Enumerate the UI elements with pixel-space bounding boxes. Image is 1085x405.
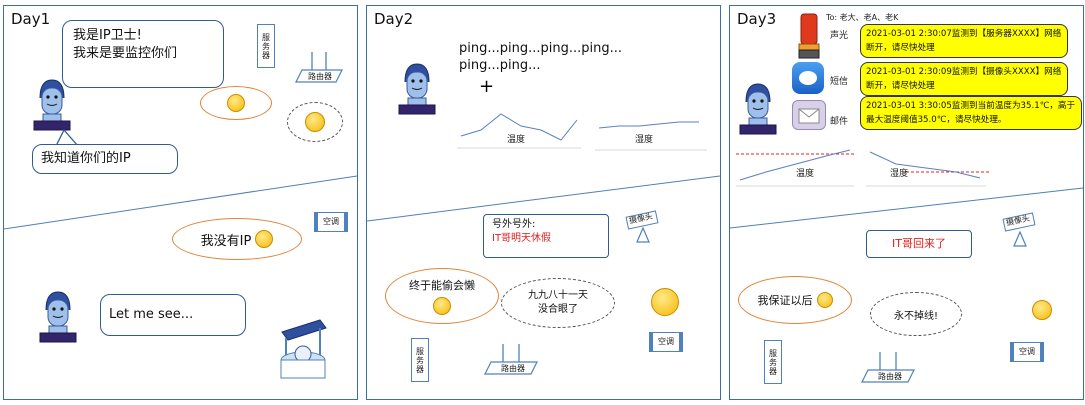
channel-sms-label: 短信	[830, 77, 849, 87]
temperature-chart-label: 温度	[507, 135, 526, 145]
plus-sign: +	[479, 76, 495, 97]
temperature-chart-label: 温度	[796, 169, 815, 179]
router-icon	[295, 52, 343, 83]
temperature-chart	[457, 113, 581, 149]
mail-icon	[792, 100, 826, 130]
humidity-chart	[595, 121, 707, 151]
speech-tail	[55, 128, 79, 147]
panel-day1: Day1 我是IP卫士! 我来是要监控你们 我知道你们的IP 服务器 路由器 我…	[3, 5, 358, 400]
alert-message-1: 2021-03-01 2:30:07监测到【服务器XXXX】网络断开，请尽快处理	[860, 24, 1068, 58]
router-icon	[861, 352, 915, 383]
router-icon	[484, 344, 538, 375]
notice-title: 号外号外:	[492, 219, 536, 230]
server-speech-oval: 终于能偷会懒	[385, 268, 499, 324]
server-speech-text: 终于能偷会懒	[409, 279, 475, 292]
router-thought-cloud: 九九八十一天 没合眼了	[501, 278, 615, 328]
sleepy-face-icon	[651, 288, 679, 316]
server-speech-oval: 我保证以后	[738, 276, 852, 324]
notice-body: IT哥明天休假	[492, 233, 552, 244]
panel-day3: Day3 To: 老大、老A、老K 声光 短信 邮件 2021-03-01 2:…	[729, 5, 1084, 400]
server-icon: 服务器	[411, 338, 429, 382]
guard-icon	[32, 76, 72, 132]
sms-icon	[792, 62, 824, 94]
router-label: 路由器	[308, 72, 332, 81]
temperature-chart	[736, 149, 854, 187]
notice-box: 号外号外: IT哥明天休假	[483, 214, 609, 258]
chat-bubble-icon	[799, 71, 817, 85]
guard-speech-top: 我是IP卫士! 我来是要监控你们	[62, 20, 224, 88]
day3-title: Day3	[737, 10, 777, 28]
guard-icon	[738, 80, 778, 136]
panel-day2: Day2 ping...ping...ping...ping... ping..…	[366, 5, 721, 400]
alarm-light-icon	[798, 13, 820, 59]
day2-title: Day2	[374, 10, 414, 28]
humidity-chart-label: 湿度	[890, 169, 909, 179]
worried-face-icon	[227, 94, 245, 112]
day1-title: Day1	[11, 10, 51, 28]
server-icon: 服务器	[764, 340, 782, 384]
ac-icon: 空调	[314, 212, 348, 232]
router-label: 路由器	[501, 364, 525, 373]
determined-face-icon	[1032, 300, 1052, 320]
panel-divider	[730, 187, 1083, 229]
humidity-chart	[866, 151, 990, 187]
alert-message-3: 2021-03-01 3:30:05监测到当前温度为35.1℃，高于最大温度阈值…	[860, 96, 1082, 130]
channel-sound-label: 声光	[830, 31, 849, 41]
smug-face-icon	[433, 297, 451, 315]
server-speech-oval	[200, 86, 272, 120]
sleepy-face-icon	[305, 112, 325, 132]
recipients-line: To: 老大、老A、老K	[826, 13, 899, 22]
reply-bubble: 我知道你们的IP	[32, 144, 178, 174]
channel-mail-label: 邮件	[830, 117, 849, 127]
it-back-box: IT哥回来了	[866, 230, 972, 258]
alert-message-2: 2021-03-01 2:30:09监测到【摄像头XXXX】网络断开，请尽快处理	[860, 62, 1068, 96]
camera-icon	[625, 210, 659, 243]
router-thought-cloud	[287, 102, 343, 142]
panel-divider	[367, 175, 720, 222]
ac-icon: 空调	[649, 332, 683, 352]
guard-icon	[397, 60, 437, 116]
camera-icon	[1002, 212, 1036, 247]
well-guard-icon	[280, 319, 327, 379]
ac-speech-text: 我没有IP	[200, 233, 252, 249]
humidity-chart-label: 湿度	[635, 135, 654, 145]
speech-bottom: Let me see...	[100, 294, 246, 336]
server-icon: 服务器	[257, 24, 275, 68]
panel-divider	[4, 175, 357, 230]
ping-text: ping...ping...ping...ping... ping...ping…	[459, 41, 623, 73]
worried-face-icon	[816, 292, 833, 308]
guard-icon	[38, 288, 78, 344]
cool-face-icon	[255, 230, 274, 248]
ac-speech-oval: 我没有IP	[172, 218, 302, 260]
server-speech-text: 我保证以后	[757, 294, 813, 307]
router-thought-cloud: 永不掉线!	[870, 292, 962, 336]
ac-icon: 空调	[1010, 342, 1044, 362]
router-label: 路由器	[878, 372, 902, 381]
